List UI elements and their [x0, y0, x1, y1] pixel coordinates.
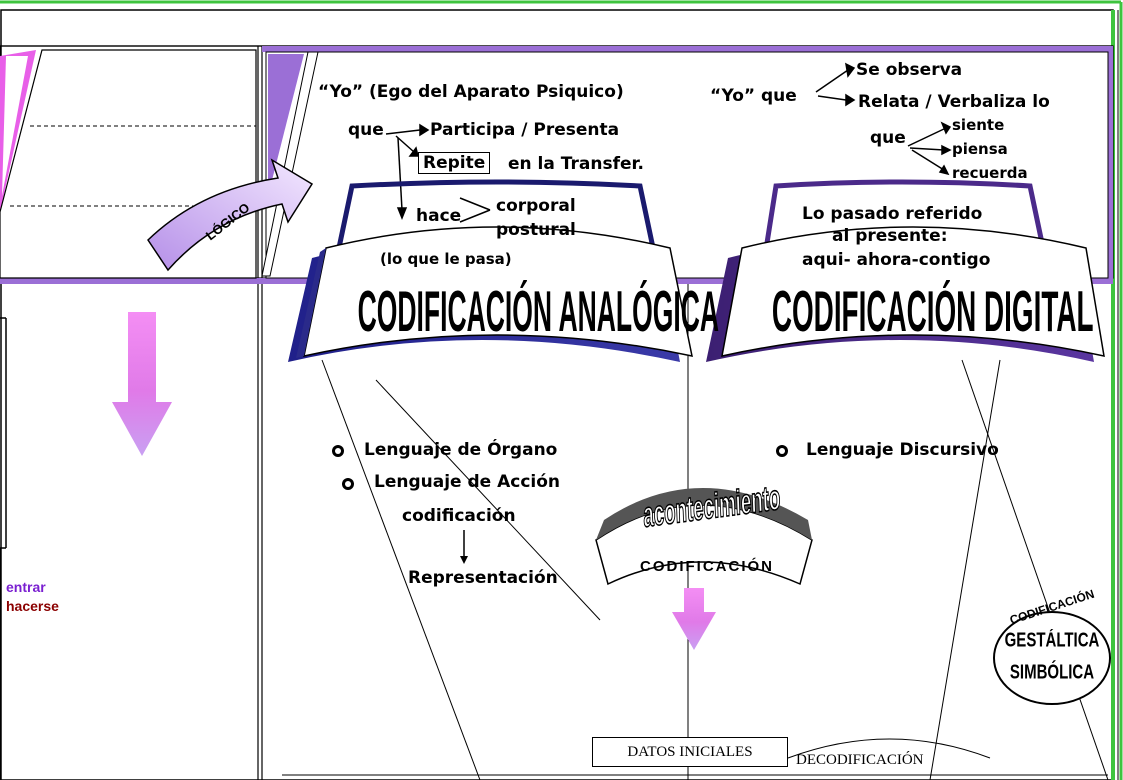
digital-bracket [761, 179, 1049, 263]
pasado-line-2: al presente: [832, 226, 948, 246]
bullet-organo [332, 445, 344, 457]
bullet-discursivo [776, 445, 788, 457]
left-lower-box [0, 317, 7, 780]
discursivo-item: Lenguaje Discursivo [806, 440, 999, 460]
digital-banner-text: CODIFICACIÓN DIGITAL [771, 280, 1094, 345]
siente-label: siente [952, 116, 1005, 134]
analogica-banner-text: CODIFICACIÓN ANALÓGICA [357, 280, 720, 345]
datos-iniciales-text: DATOS INICIALES [627, 743, 753, 760]
accion-item: Lenguaje de Acción [374, 472, 561, 492]
badge-bottom: SIMBÓLICA [1009, 661, 1095, 684]
observa-arrows [815, 62, 952, 176]
pasado-line-3: aqui- ahora-contigo [802, 250, 991, 270]
center-down-arrow [672, 588, 716, 650]
gestaltica-badge-shape [993, 611, 1111, 705]
analogica-banner-shape [288, 226, 693, 362]
center-codificacion-text: CODIFICACIÓN [640, 558, 774, 575]
bullet-accion [342, 478, 354, 490]
logico-arrow [147, 158, 314, 272]
left-parallelogram [0, 49, 257, 279]
relata-label: Relata / Verbaliza lo [858, 92, 1050, 112]
hacerse-label: hacerse [6, 598, 59, 614]
middle-parallelogram [261, 51, 319, 277]
se-observa-label: Se observa [856, 60, 963, 80]
analogica-bracket [333, 179, 659, 263]
codificacion-item: codificación [402, 506, 516, 526]
pasado-line-1: Lo pasado referido [802, 204, 983, 224]
recuerda-label: recuerda [952, 164, 1028, 182]
yo-right-que: que [870, 128, 906, 148]
codificacion-arrow [460, 530, 468, 564]
badge-mid: GESTÁLTICA [1004, 629, 1100, 652]
repite-label: Repite [418, 152, 491, 174]
transfer-label: en la Transfer. [508, 154, 644, 174]
organo-item: Lenguaje de Órgano [364, 440, 558, 460]
funnel-lines [282, 359, 1109, 780]
datos-iniciales-box: DATOS INICIALES [592, 737, 788, 767]
participa-label: Participa / Presenta [430, 120, 620, 140]
yo-ego-title: “Yo” (Ego del Aparato Psiquico) [318, 82, 624, 102]
piensa-label: piensa [952, 140, 1008, 158]
postural-label: postural [496, 220, 576, 240]
digital-banner-shape [706, 226, 1105, 362]
representacion-item: Representación [408, 568, 558, 588]
hace-label: hace [416, 206, 462, 226]
decodificacion-curve [787, 738, 991, 759]
le-pasa-label: (lo que le pasa) [380, 250, 512, 268]
entrar-label: entrar [6, 579, 46, 595]
corporal-label: corporal [496, 196, 576, 216]
decodificacion-text: DECODIFICACIÓN [796, 752, 924, 768]
yo-left-que: que [348, 120, 384, 140]
acontecimiento-arch [595, 488, 813, 586]
pink-down-arrow [112, 312, 172, 456]
yo-right-title: “Yo” que [710, 86, 797, 106]
